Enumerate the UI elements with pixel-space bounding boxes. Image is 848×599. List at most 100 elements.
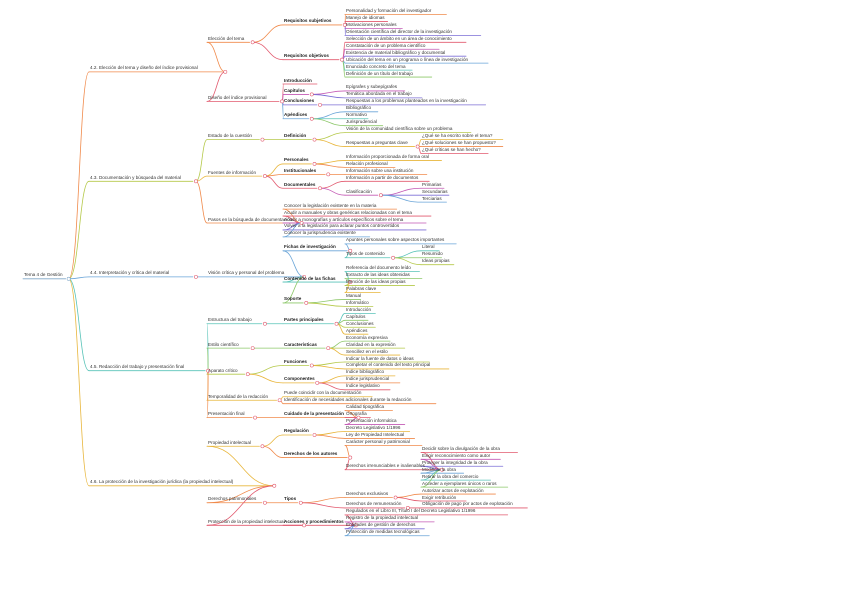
node-que-se-ha-escrito-sobre-el-tema: ¿Qué se ha escrito sobre el tema? (422, 133, 493, 139)
node-4-5-redaccion-del-trabajo-y-presentacion: 4.5. Redacción del trabajo y presentació… (90, 364, 185, 370)
node-informacion-proporcionada-de-forma-oral: Información proporcionada de forma oral (346, 153, 429, 159)
collapse-handle (415, 144, 420, 149)
collapse-handle (348, 248, 353, 253)
branch-connector (305, 302, 346, 307)
node-ideas-propias: Ideas propias (422, 258, 450, 264)
node-capitulos: Capítulos (346, 313, 366, 319)
node-acudir-a-manuales-y-obras-genericas-rela: Acudir a manuales y obras genéricas rela… (284, 209, 412, 215)
node-mencion-de-las-ideas-propias: Mención de las ideas propias (346, 279, 406, 285)
branch-connector (262, 445, 284, 458)
collapse-handle (206, 368, 211, 373)
branch-connector (392, 250, 422, 259)
branch-connector (281, 100, 284, 120)
node-extracto-de-las-ideas-obtenidas: Extracto de las ideas obtenidas (346, 272, 410, 278)
branch-connector (206, 445, 275, 487)
collapse-handle (391, 255, 396, 260)
node-existencia-de-material-bibliografico-y-d: Existencia de material bibliográfico y d… (346, 49, 446, 55)
node-apendices: Apéndices (346, 327, 368, 333)
collapse-handle (298, 500, 303, 505)
node-jurisprudencial: Jurisprudencial (346, 119, 377, 125)
branch-connector (311, 118, 346, 127)
node-definicion-de-un-titulo-del-trabajo: Definición de un título del trabajo (346, 70, 413, 76)
branch-connector (311, 361, 346, 366)
collapse-handle (262, 500, 267, 505)
branch-connector (327, 340, 346, 349)
collapse-handle (342, 23, 347, 27)
node-regulados-en-el-libro-iii-titulo-i-del-d: Regulados en el Libro III, Título I del … (346, 508, 476, 514)
node-relacion-profesional: Relación profesional (346, 160, 388, 166)
branch-connector (319, 187, 346, 196)
node-derechos-de-remuneracion: Derechos de remuneración (346, 501, 402, 507)
branch-connector (282, 250, 305, 278)
node-manejo-de-idiomas: Manejo de idiomas (346, 14, 385, 20)
branch-connector (327, 347, 346, 356)
node-derechos-de-los-autores: Derechos de los autores (284, 451, 338, 457)
node-decidir-sobre-la-divulgacion-de-la-obra: Decidir sobre la divulgación de la obra (422, 445, 500, 451)
collapse-handle (440, 467, 445, 472)
collapse-handle (340, 57, 344, 62)
node-derechos-patrimoniales: Derechos patrimoniales (208, 496, 257, 502)
node-estructura-del-trabajo: Estructura del trabajo (208, 317, 252, 323)
branch-connector (344, 445, 351, 458)
node-acudir-a-monografias-y-articulos-especif: Acudir a monografías y artículos específ… (284, 216, 404, 222)
branch-connector (300, 497, 346, 504)
branch-connector (262, 434, 284, 447)
branch-connector (195, 139, 208, 182)
branch-connector (247, 373, 284, 384)
node-seleccion-de-un-ambito-en-un-area-de-con: Selección de un ámbito en un área de con… (346, 35, 452, 41)
node-indice-bibliografico: Índice bibliográfico (346, 369, 385, 375)
node-vision-critica-y-personal-del-problema: Visión crítica y personal del problema (208, 270, 285, 276)
node-palabras-clave: Palabras clave (346, 286, 377, 291)
branch-connector (311, 365, 346, 370)
collapse-handle (312, 162, 317, 166)
node-respuestas-a-los-problemas-planteados-en: Respuestas a los problemas planteados en… (346, 98, 467, 104)
node-4-3-documentacion-y-busqueda-del-materia: 4.3. Documentación y búsqueda del materi… (90, 174, 181, 180)
branch-connector (206, 485, 275, 526)
branch-connector (68, 278, 90, 372)
collapse-handle (326, 346, 331, 351)
branch-connector (319, 180, 346, 189)
node-presentacion-final: Presentación final (208, 411, 245, 417)
node-conclusiones: Conclusiones (284, 98, 315, 104)
collapse-handle (348, 455, 353, 460)
node-normativo: Normativo (346, 112, 367, 118)
node-eleccion-del-tema: Elección del tema (208, 35, 245, 41)
branch-connector (316, 375, 346, 384)
node-obligacion-de-pago-por-actos-de-explotac: Obligación de pago por actos de explotac… (422, 501, 513, 507)
branch-connector (252, 41, 284, 61)
branch-connector (247, 365, 284, 375)
node-apuntes-personales-sobre-aspectos-import: Apuntes personales sobre aspectos import… (346, 237, 445, 243)
node-indicar-la-fuente-de-datos-o-ideas: Indicar la fuente de datos o ideas (346, 355, 414, 361)
node-calidad-tipografica: Calidad tipográfica (346, 404, 385, 410)
branch-connector (206, 71, 226, 102)
collapse-handle (378, 193, 383, 198)
node-soporte: Soporte (284, 296, 302, 302)
collapse-handle (309, 116, 314, 121)
node-identificacion-de-necesidades-adicionale: Identificación de necesidades adicionale… (284, 397, 412, 403)
node-institucionales: Institucionales (284, 167, 317, 173)
node-constatacion-de-un-problema-cientifico: Constatación de un problema científico (346, 42, 426, 48)
node-retirar-la-obra-del-comercio: Retirar la obra del comercio (422, 473, 479, 479)
node-completar-el-contenido-del-texto-princip: Completar el contenido del texto princip… (346, 362, 431, 368)
collapse-handle (356, 415, 361, 420)
node-proteccion-de-la-propiedad-intelectual: Protección de la propiedad intelectual (208, 518, 285, 524)
node-introduccion: Introducción (346, 306, 372, 312)
branch-connector (395, 493, 422, 498)
collapse-handle (348, 280, 353, 284)
collapse-handle (334, 321, 339, 326)
branch-connector (314, 139, 346, 147)
collapse-handle (250, 40, 255, 45)
node-indice-jurisprudencial: Índice jurisprudencial (346, 376, 390, 382)
node-ortografia: Ortografía (346, 411, 367, 417)
branch-connector (380, 187, 422, 196)
node-informacion-sobre-una-institucion: Información sobre una institución (346, 167, 414, 173)
node-registro-de-la-propiedad-intelectual: Registro de la propiedad intelectual (346, 515, 419, 521)
branch-connector (311, 94, 346, 99)
collapse-handle (260, 137, 265, 142)
node-introduccion: Introducción (284, 77, 312, 83)
collapse-handle (245, 372, 250, 377)
node-acciones-y-procedimientos: Acciones y procedimientos (284, 518, 344, 524)
collapse-handle (253, 415, 258, 420)
collapse-handle (277, 398, 282, 403)
